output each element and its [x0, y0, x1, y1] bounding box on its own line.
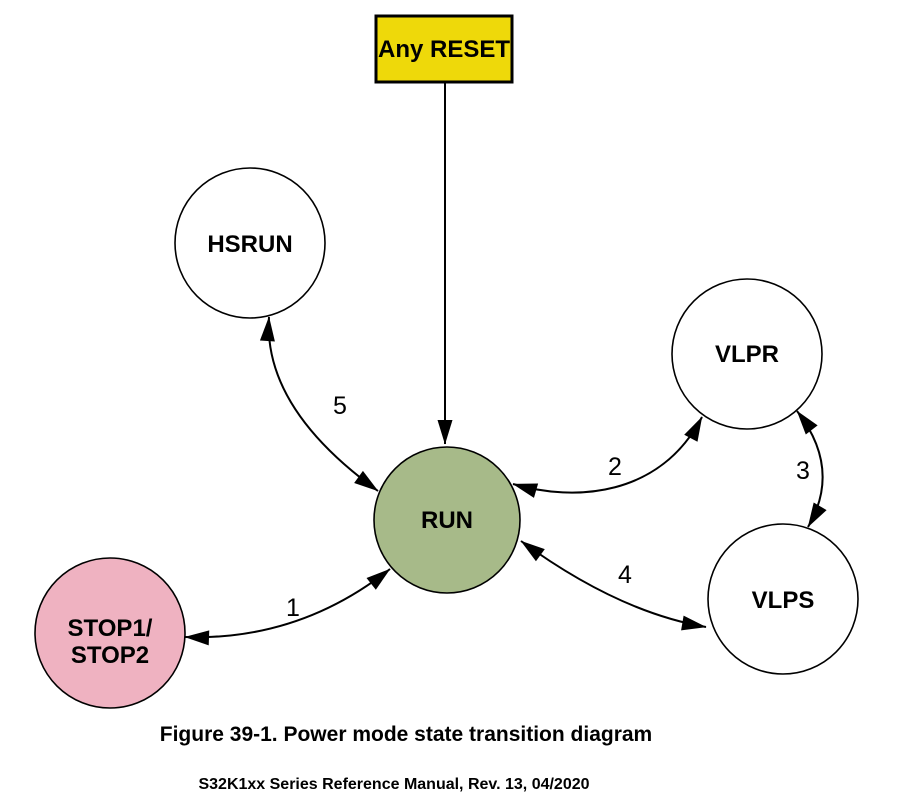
- vlpr-circle: [671, 278, 823, 430]
- manual-footer: S32K1xx Series Reference Manual, Rev. 13…: [198, 776, 589, 793]
- hsrun-label: HSRUN: [207, 231, 292, 258]
- reset-box: [374, 14, 514, 84]
- transition-arrow-1-stop-run: [184, 568, 391, 646]
- vlps-circle: [707, 523, 859, 675]
- vlps-label: VLPS: [752, 587, 815, 614]
- transition-arrows: [184, 316, 827, 646]
- transition-arrow-2-run-vlpr: [512, 416, 703, 498]
- state-node-vlps: VLPS: [707, 523, 859, 675]
- reset-box-label: Any RESET: [378, 36, 510, 63]
- transition-label-5: 5: [333, 392, 347, 420]
- figure-caption: Figure 39-1. Power mode state transition…: [160, 723, 652, 746]
- state-node-stop: STOP1/ STOP2: [34, 557, 186, 709]
- run-circle: [373, 446, 521, 594]
- state-node-vlpr: VLPR: [671, 278, 823, 430]
- state-node-hsrun: HSRUN: [174, 167, 326, 319]
- transition-label-3: 3: [796, 457, 810, 485]
- stop-label-line2: STOP2: [71, 642, 149, 669]
- stop-circle: [34, 557, 186, 709]
- reset-source: Any RESET: [374, 14, 514, 84]
- vlpr-label: VLPR: [715, 341, 779, 368]
- transition-label-1: 1: [286, 594, 300, 622]
- transition-label-4: 4: [618, 561, 632, 589]
- transition-labels: 1 2 3 4 5: [286, 392, 810, 622]
- transition-arrow-4-run-vlps: [520, 540, 707, 631]
- transition-arrow-3-vlpr-vlps: [796, 410, 827, 528]
- hsrun-circle: [174, 167, 326, 319]
- transition-label-2: 2: [608, 453, 622, 481]
- state-node-run: RUN: [373, 446, 521, 594]
- transition-arrow-5-hsrun-run: [259, 316, 379, 492]
- run-label: RUN: [421, 507, 473, 534]
- stop-label-line1: STOP1/: [68, 615, 153, 642]
